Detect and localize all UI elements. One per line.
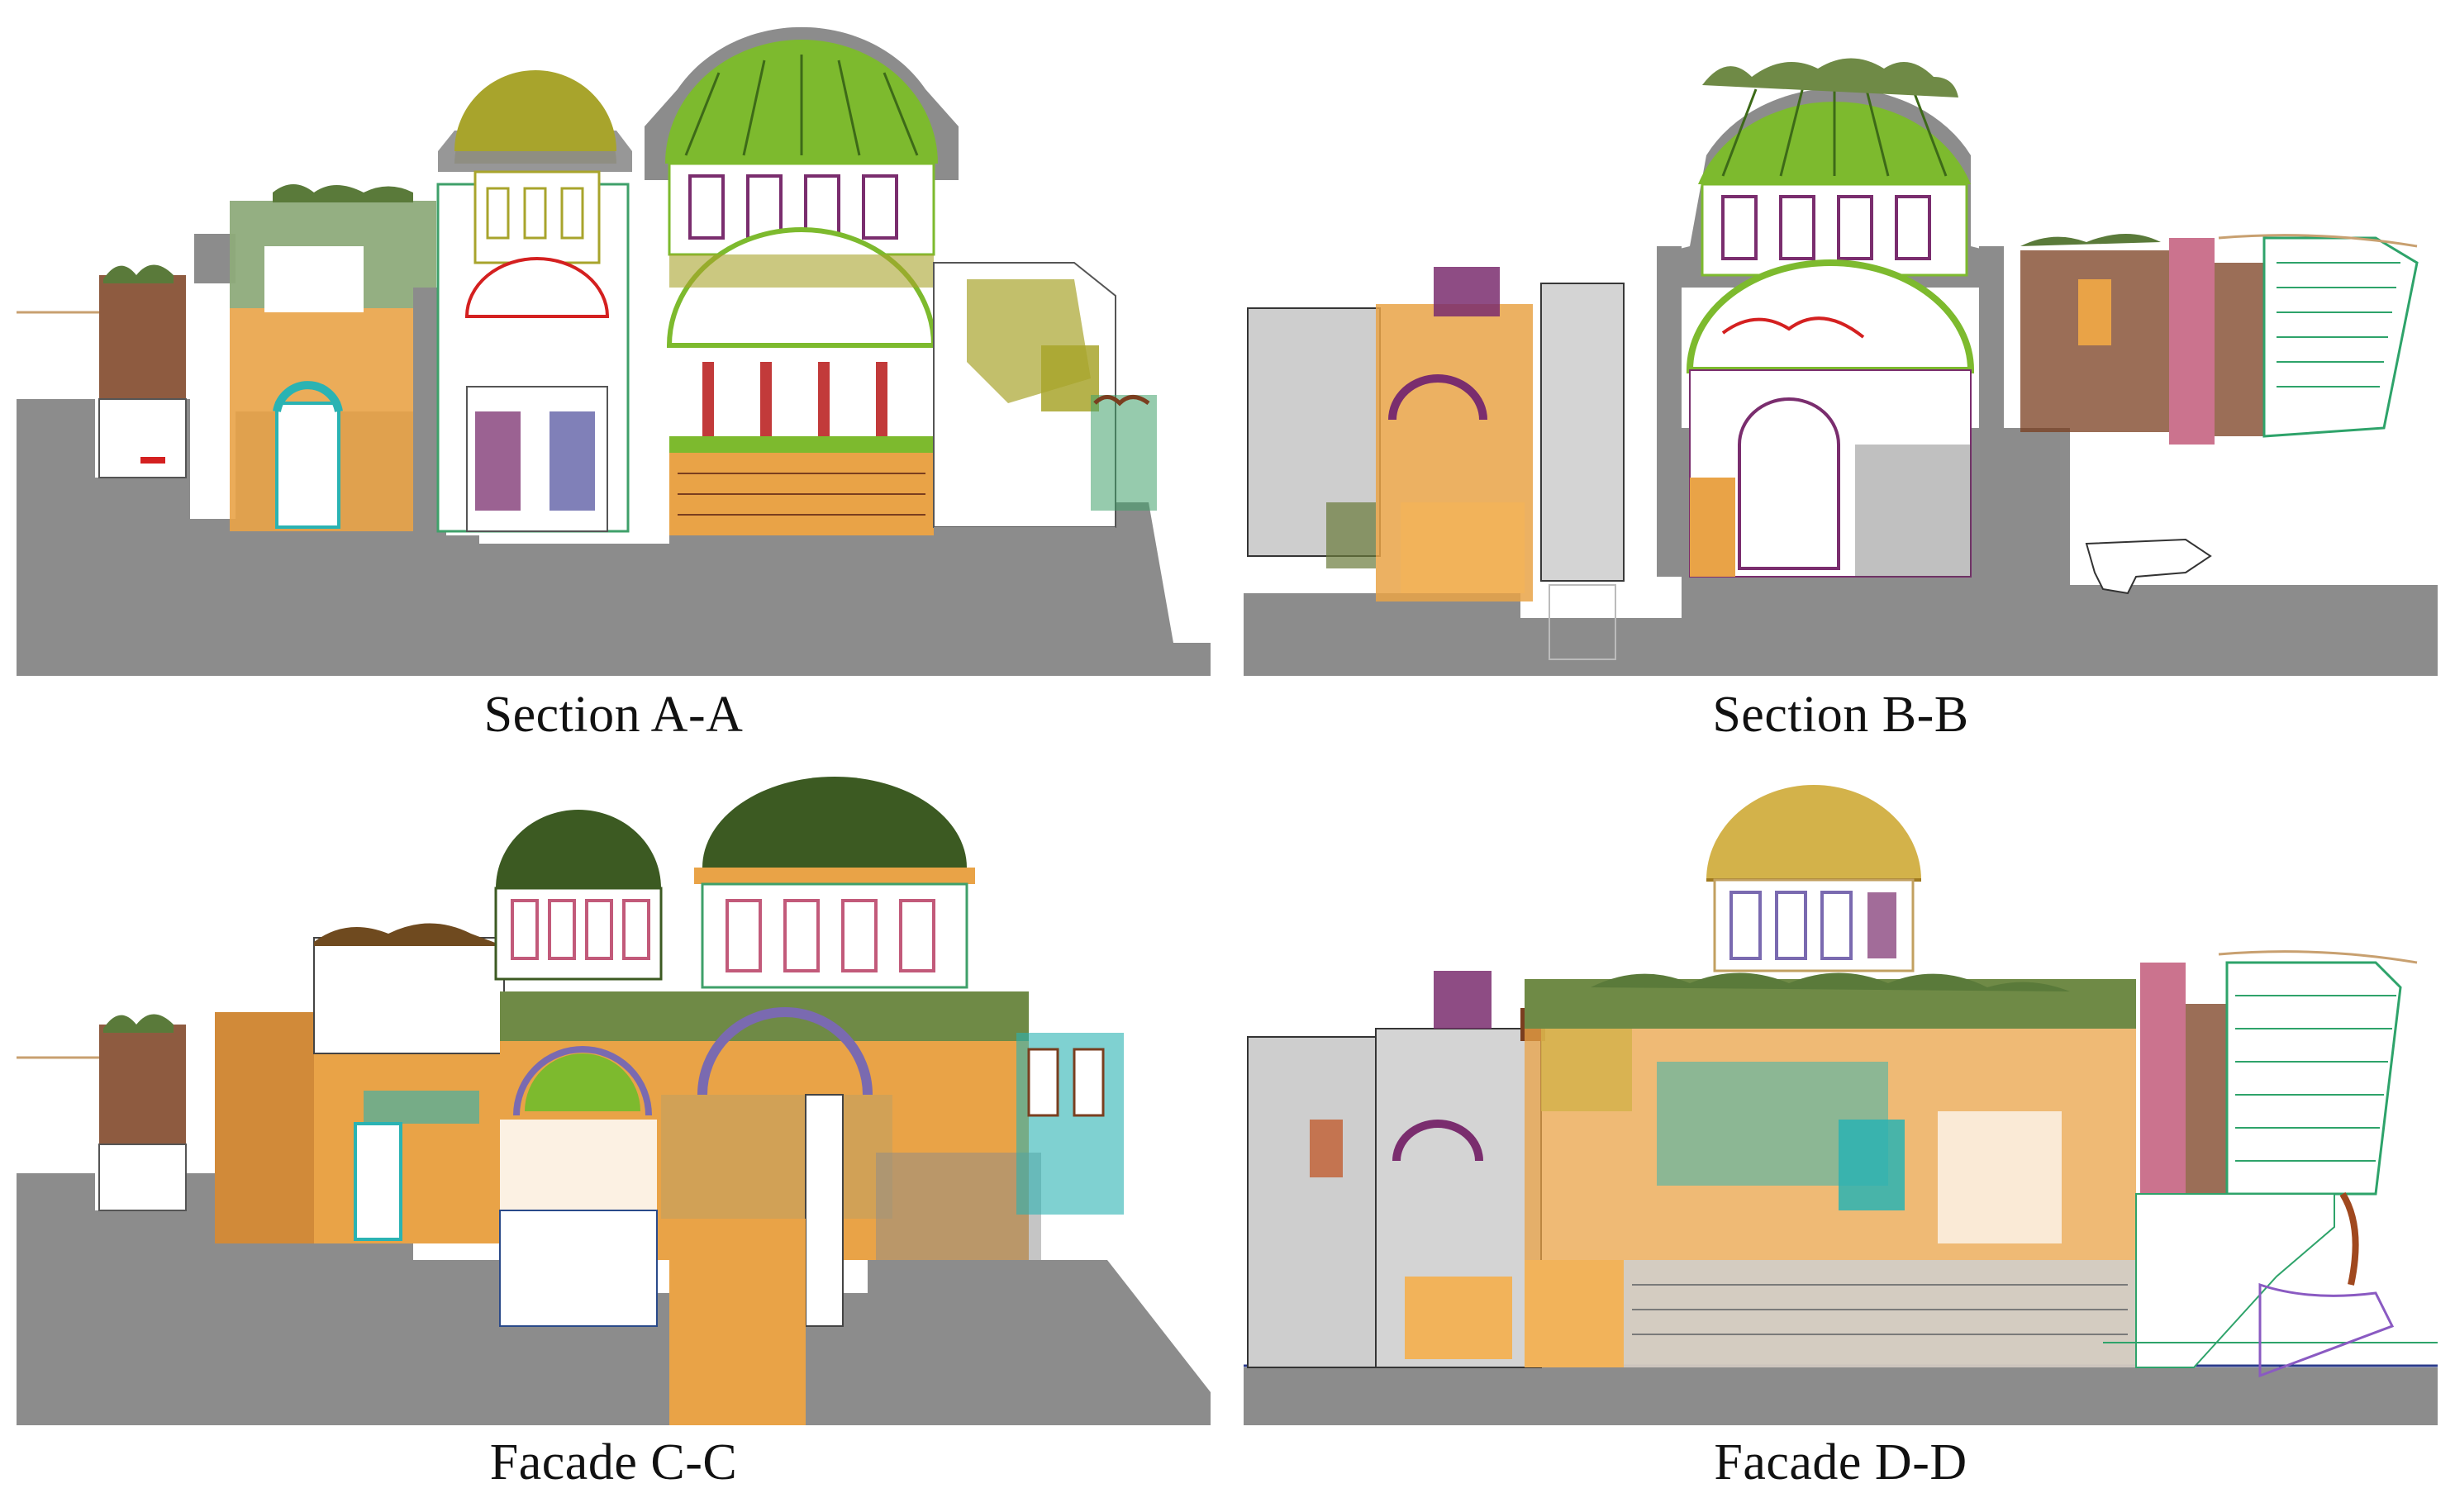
panel-facade-c-c: Facade C-C — [17, 764, 1211, 1508]
facade-c-c-drawing — [17, 777, 1211, 1425]
caption-section-b-b: Section B-B — [1712, 687, 1969, 743]
caption-section-a-a: Section A-A — [483, 687, 744, 743]
caption-facade-d-d: Facade D-D — [1714, 1434, 1967, 1491]
panel-facade-d-d: Facade D-D — [1244, 764, 2438, 1508]
facade-d-d-drawing — [1244, 785, 2438, 1425]
section-b-b-drawing — [1244, 58, 2438, 676]
ground-mass — [1244, 593, 2438, 676]
section-a-a-drawing — [17, 26, 1211, 676]
ground-mass — [1244, 1367, 2438, 1425]
panel-section-a-a: Section A-A — [17, 15, 1211, 758]
panel-section-b-b: Section B-B — [1244, 15, 2438, 758]
caption-facade-c-c: Facade C-C — [489, 1434, 738, 1491]
